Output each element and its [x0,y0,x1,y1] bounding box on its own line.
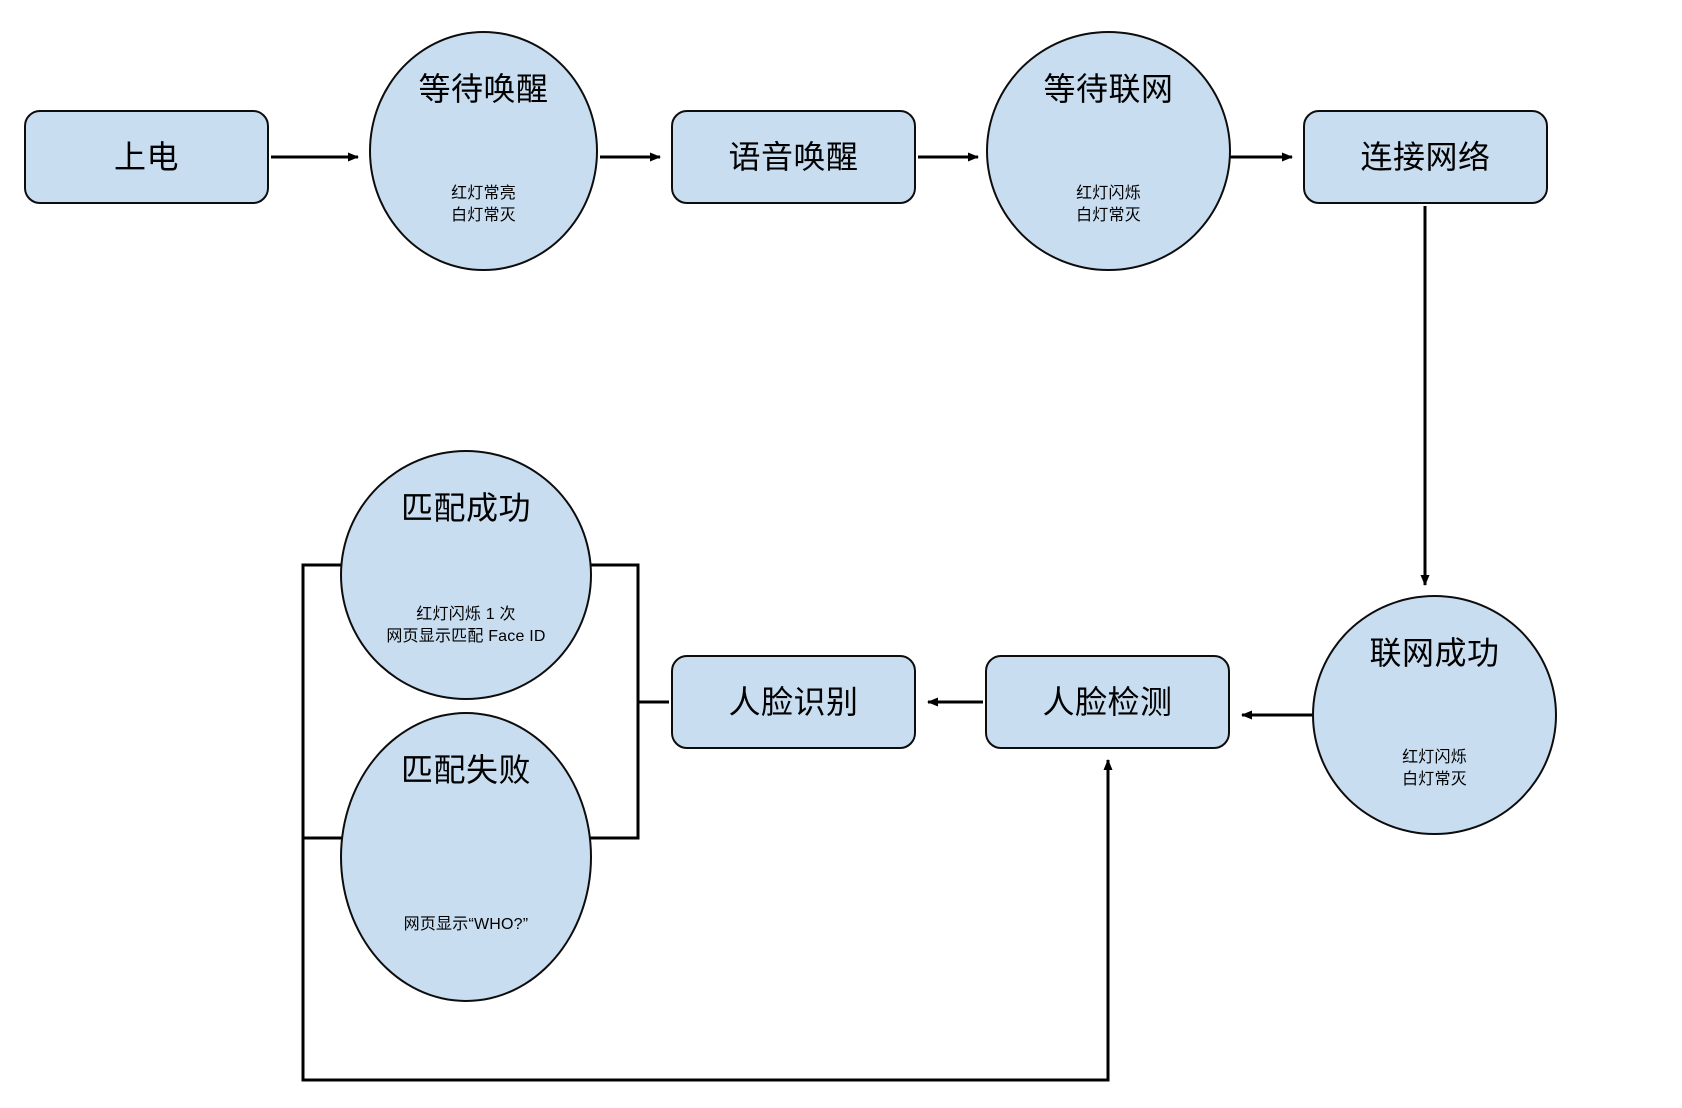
node-power-on[interactable]: 上电 [24,110,269,204]
node-face-recognize-title: 人脸识别 [728,683,859,720]
node-face-recognize[interactable]: 人脸识别 [671,655,916,749]
node-connect-network[interactable]: 连接网络 [1303,110,1548,204]
node-network-success-sub: 红灯闪烁 白灯常灭 [1402,749,1467,788]
node-wait-network-sub: 红灯闪烁 白灯常灭 [1076,185,1141,224]
node-network-success[interactable]: 联网成功 红灯闪烁 白灯常灭 [1312,595,1557,835]
node-match-fail-title: 匹配失败 [400,752,531,788]
node-match-success-sub: 红灯闪烁 1 次 网页显示匹配 Face ID [386,606,546,645]
node-voice-wake[interactable]: 语音唤醒 [671,110,916,204]
node-wait-wake[interactable]: 等待唤醒 红灯常亮 白灯常灭 [369,31,598,271]
node-connect-network-title: 连接网络 [1360,138,1491,175]
node-match-fail[interactable]: 匹配失败 网页显示“WHO?” [340,712,592,1002]
node-voice-wake-title: 语音唤醒 [728,138,859,175]
node-wait-network[interactable]: 等待联网 红灯闪烁 白灯常灭 [986,31,1231,271]
edge-face-recognize-bracket [301,563,669,840]
node-match-fail-sub: 网页显示“WHO?” [403,916,529,933]
node-match-success[interactable]: 匹配成功 红灯闪烁 1 次 网页显示匹配 Face ID [340,450,592,700]
node-face-detect[interactable]: 人脸检测 [985,655,1230,749]
node-power-on-title: 上电 [113,138,179,175]
node-network-success-title: 联网成功 [1369,635,1500,671]
node-face-detect-title: 人脸检测 [1042,683,1173,720]
node-wait-wake-sub: 红灯常亮 白灯常灭 [451,185,516,224]
node-wait-wake-title: 等待唤醒 [418,71,549,107]
node-match-success-title: 匹配成功 [400,490,531,526]
node-wait-network-title: 等待联网 [1043,71,1174,107]
edge-match-fail-to-face-detect-loop [301,759,1113,1082]
